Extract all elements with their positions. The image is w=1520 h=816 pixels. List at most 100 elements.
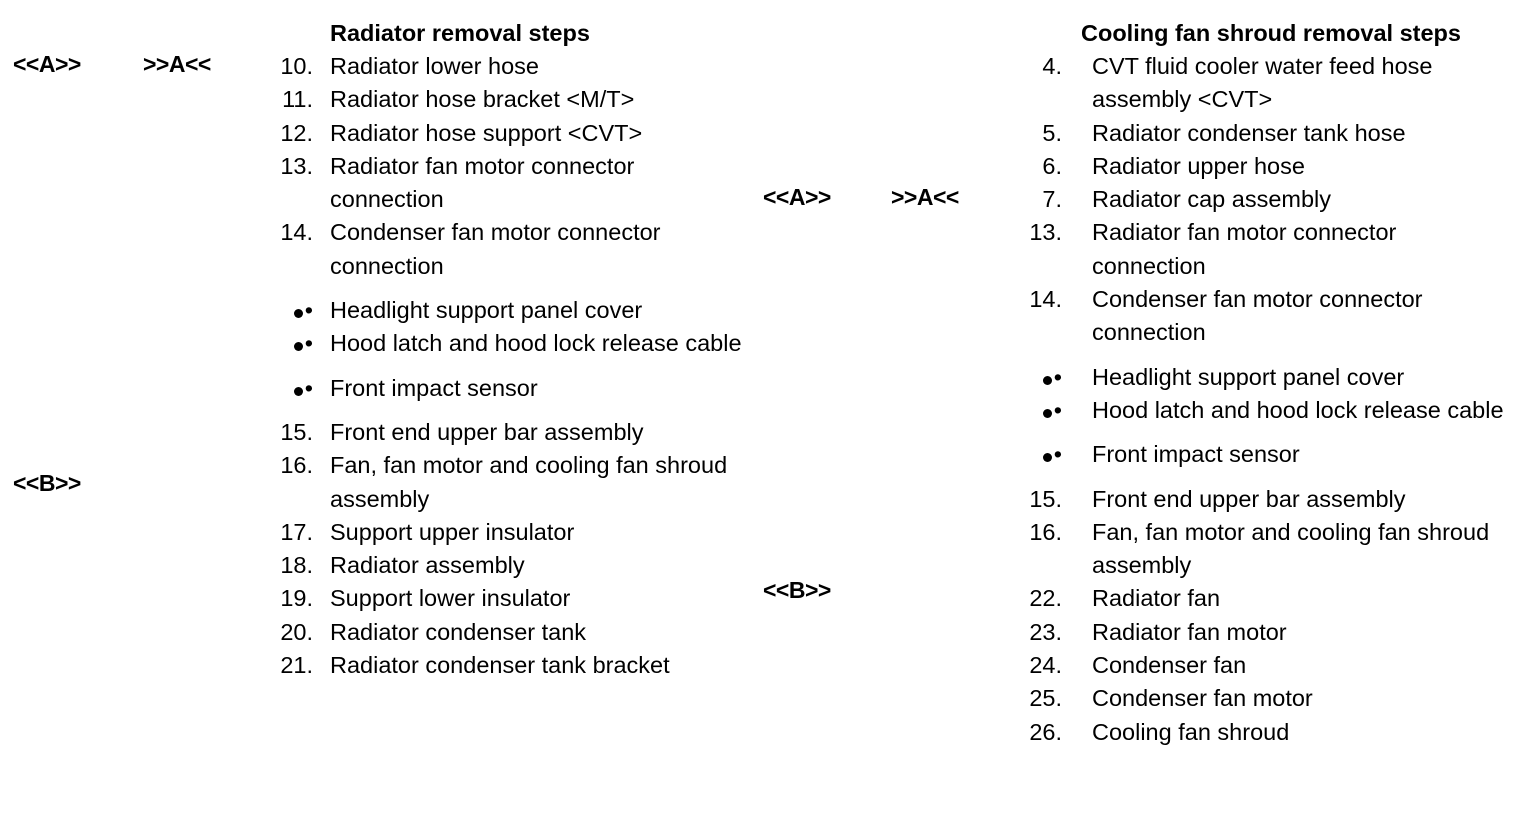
step-label: Fan, fan motor and cooling fan shroud as… bbox=[330, 452, 728, 512]
step-number: 14. bbox=[280, 219, 313, 246]
right-column-title: Cooling fan shroud removal steps bbox=[1081, 20, 1461, 46]
bullet-icon: • bbox=[265, 372, 313, 405]
step-label: Front impact sensor bbox=[330, 374, 538, 401]
step-item: • Hood latch and hood lock release cable bbox=[265, 327, 745, 360]
step-label: Condenser fan motor connector connection bbox=[1092, 286, 1423, 346]
marker-b-left: <<B>> bbox=[13, 470, 81, 496]
step-item: •Headlight support panel cover bbox=[265, 294, 745, 327]
step-label: Hood latch and hood lock release cable bbox=[330, 330, 742, 357]
step-label: Radiator condenser tank bracket bbox=[330, 652, 670, 679]
step-number: 21. bbox=[280, 652, 313, 679]
step-label: Fan, fan motor and cooling fan shroud as… bbox=[1092, 518, 1490, 579]
step-item: 23.Radiator fan motor bbox=[1017, 616, 1507, 649]
bullet-icon: • bbox=[1017, 361, 1062, 394]
step-item: 16. Fan, fan motor and cooling fan shroud… bbox=[1017, 516, 1507, 583]
step-number: 15. bbox=[280, 418, 313, 445]
step-number: 10. bbox=[280, 53, 313, 79]
step-label: Radiator assembly bbox=[330, 552, 525, 579]
step-number: 6. bbox=[1042, 152, 1062, 179]
step-label: Front impact sensor bbox=[1092, 441, 1300, 468]
step-label: Radiator cap assembly bbox=[1092, 186, 1332, 213]
step-item: 18. Radiator assembly bbox=[265, 549, 745, 582]
step-label: Support upper insulator bbox=[330, 518, 575, 545]
bullet-icon: • bbox=[265, 327, 313, 360]
step-label: Radiator condenser tank hose bbox=[1092, 119, 1406, 146]
step-number: 17. bbox=[280, 518, 313, 545]
radiator-removal-steps-list: 10. Radiator lower hose 11.Radiator hose b… bbox=[265, 50, 745, 682]
step-number: 26. bbox=[1029, 718, 1062, 745]
step-number: 13. bbox=[280, 152, 313, 179]
step-number: 22. bbox=[1029, 585, 1062, 612]
step-number: 18. bbox=[280, 552, 313, 579]
step-number: 25. bbox=[1029, 685, 1062, 712]
step-label: Cooling fan shroud bbox=[1092, 718, 1290, 745]
step-label: Condenser fan motor connector connection bbox=[330, 219, 661, 279]
step-item: 20.Radiator condenser tank bbox=[265, 616, 745, 649]
step-label: Radiator fan motor connector connection bbox=[330, 152, 635, 213]
step-item: 15. Front end upper bar assembly bbox=[265, 416, 745, 449]
step-item: 5. Radiator condenser tank hose bbox=[1017, 117, 1507, 150]
step-label: Radiator fan motor connector connection bbox=[1092, 219, 1397, 279]
step-number: 4. bbox=[1042, 53, 1062, 79]
step-item: 11.Radiator hose bracket <M/T> bbox=[265, 83, 745, 116]
step-item: 17. Support upper insulator bbox=[265, 516, 745, 549]
cooling-fan-shroud-removal-steps-column: Cooling fan shroud removal steps 4. CVT f… bbox=[1017, 17, 1507, 749]
step-label: Front end upper bar assembly bbox=[330, 418, 644, 445]
step-item: 13. Radiator fan motor connector connecti… bbox=[1017, 216, 1507, 283]
step-number: 16. bbox=[280, 452, 313, 479]
step-item: 22. Radiator fan bbox=[1017, 582, 1507, 615]
left-column-title: Radiator removal steps bbox=[330, 20, 590, 46]
step-item: • Headlight support panel cover bbox=[1017, 361, 1507, 394]
step-item: 21. Radiator condenser tank bracket bbox=[265, 649, 745, 682]
step-number: 14. bbox=[1029, 286, 1062, 313]
step-item: 25. Condenser fan motor bbox=[1017, 682, 1507, 715]
step-item: 10. Radiator lower hose bbox=[265, 50, 745, 83]
marker-a-in-left: <<A>> bbox=[13, 51, 81, 77]
step-label: Support lower insulator bbox=[330, 585, 571, 612]
marker-b-middle: <<B>> bbox=[763, 577, 831, 603]
step-item: 26. Cooling fan shroud bbox=[1017, 716, 1507, 749]
cooling-fan-shroud-removal-steps-list: 4. CVT fluid cooler water feed hose assem… bbox=[1017, 50, 1507, 749]
bullet-icon: • bbox=[1017, 438, 1062, 471]
step-number: 16. bbox=[1029, 518, 1062, 545]
step-item: 6. Radiator upper hose bbox=[1017, 150, 1507, 183]
step-label: Radiator lower hose bbox=[330, 53, 539, 79]
step-number: 12. bbox=[280, 119, 313, 146]
step-item: 14. Condenser fan motor connector connect… bbox=[265, 216, 745, 283]
step-item: 19. Support lower insulator bbox=[265, 582, 745, 615]
step-item: • Front impact sensor bbox=[265, 372, 745, 405]
step-item: 14. Condenser fan motor connector connect… bbox=[1017, 283, 1507, 350]
step-label: Radiator upper hose bbox=[1092, 152, 1305, 179]
step-number: 20. bbox=[280, 618, 313, 645]
step-item: 7. Radiator cap assembly bbox=[1017, 183, 1507, 216]
step-item: • Front impact sensor bbox=[1017, 438, 1507, 471]
step-item: 16. Fan, fan motor and cooling fan shroud… bbox=[265, 449, 745, 516]
step-label: Condenser fan motor bbox=[1092, 685, 1313, 712]
marker-a-out-middle: >>A<< bbox=[891, 184, 959, 210]
step-item: 12. Radiator hose support <CVT> bbox=[265, 117, 745, 150]
step-number: 7. bbox=[1042, 186, 1062, 213]
step-label: Radiator hose support <CVT> bbox=[330, 119, 643, 146]
step-label: Radiator hose bracket <M/T> bbox=[330, 86, 635, 113]
step-label: Headlight support panel cover bbox=[1092, 363, 1405, 390]
step-item: 15. Front end upper bar assembly bbox=[1017, 483, 1507, 516]
step-item: 24. Condenser fan bbox=[1017, 649, 1507, 682]
step-number: 19. bbox=[280, 585, 313, 612]
step-label: Hood latch and hood lock release cable bbox=[1092, 396, 1504, 423]
step-number: 5. bbox=[1042, 119, 1062, 146]
step-number: 15. bbox=[1029, 485, 1062, 512]
step-item: •Hood latch and hood lock release cable bbox=[1017, 394, 1507, 427]
step-item: 4. CVT fluid cooler water feed hose assem… bbox=[1017, 50, 1507, 117]
bullet-icon: • bbox=[265, 294, 313, 327]
step-label: Condenser fan bbox=[1092, 652, 1247, 679]
step-number: 24. bbox=[1029, 652, 1062, 679]
marker-a-out-left: >>A<< bbox=[143, 51, 211, 77]
step-label: Radiator fan bbox=[1092, 585, 1221, 612]
radiator-removal-steps-column: Radiator removal steps 10. Radiator lower… bbox=[265, 17, 745, 682]
step-label: Front end upper bar assembly bbox=[1092, 485, 1406, 512]
step-label: CVT fluid cooler water feed hose assembl… bbox=[1092, 53, 1433, 113]
step-label: Radiator fan motor bbox=[1092, 618, 1287, 645]
step-item: 13. Radiator fan motor connector connecti… bbox=[265, 150, 745, 217]
step-number: 13. bbox=[1029, 219, 1062, 246]
marker-a-in-middle: <<A>> bbox=[763, 184, 831, 210]
